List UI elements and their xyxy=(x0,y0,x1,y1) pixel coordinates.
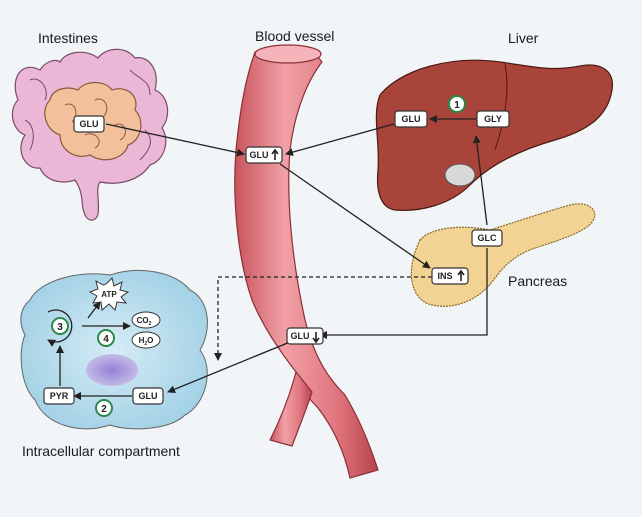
svg-text:GLU: GLU xyxy=(250,150,269,160)
nucleus xyxy=(86,354,138,386)
svg-text:GLU: GLU xyxy=(139,391,158,401)
intestines-illustration xyxy=(11,48,169,221)
step-1-badge: 1 xyxy=(448,95,466,113)
krebs-cycle-loop xyxy=(47,309,73,347)
svg-text:PYR: PYR xyxy=(50,391,69,401)
liver-illustration xyxy=(375,59,613,211)
svg-text:2: 2 xyxy=(101,404,107,415)
svg-text:CO2: CO2 xyxy=(137,316,152,327)
label-pancreas: Pancreas xyxy=(508,273,567,289)
svg-text:GLU: GLU xyxy=(80,119,99,129)
arrow-down-icon xyxy=(312,332,320,344)
tag-liver-glu: GLU xyxy=(394,110,428,128)
arrow-ins-to-cell xyxy=(214,276,432,361)
tag-co2: CO2 xyxy=(131,311,161,329)
step-4-badge: 4 xyxy=(97,329,115,347)
svg-text:H2O: H2O xyxy=(139,336,154,347)
svg-text:INS: INS xyxy=(437,271,452,281)
arrow-glc-to-gly xyxy=(472,135,488,226)
pancreas-illustration xyxy=(410,203,596,307)
tag-vessel-glu-down: GLU xyxy=(286,327,324,345)
label-blood-vessel: Blood vessel xyxy=(255,28,334,44)
label-intracellular: Intracellular compartment xyxy=(22,443,180,459)
arrow-liver-to-vessel xyxy=(285,123,395,156)
arrow-glc-to-vessel xyxy=(319,248,488,339)
tag-cell-glu: GLU xyxy=(132,387,164,405)
tag-intestine-glu: GLU xyxy=(73,115,105,133)
svg-text:GLC: GLC xyxy=(478,233,497,243)
arrow-up-icon xyxy=(457,269,465,281)
arrows xyxy=(47,115,488,400)
svg-text:3: 3 xyxy=(57,322,63,333)
arrow-vessel-to-ins xyxy=(279,163,431,269)
tag-cell-pyr: PYR xyxy=(43,387,75,405)
step-2-badge: 2 xyxy=(95,399,113,417)
arrow-intestine-to-vessel xyxy=(105,123,245,157)
blood-vessel-illustration xyxy=(234,44,379,479)
svg-text:GLY: GLY xyxy=(484,114,502,124)
tag-pancreas-glc: GLC xyxy=(471,229,503,247)
arrow-vessel-to-cell xyxy=(167,341,291,394)
svg-text:GLU: GLU xyxy=(291,331,310,341)
arrow-up-icon xyxy=(271,148,279,160)
arrow-cycle-to-atp xyxy=(87,301,101,319)
tag-h2o: H2O xyxy=(131,331,161,349)
svg-text:GLU: GLU xyxy=(402,114,421,124)
svg-text:4: 4 xyxy=(103,334,109,345)
tag-pancreas-ins: INS xyxy=(431,267,469,285)
label-liver: Liver xyxy=(508,30,539,46)
svg-text:ATP: ATP xyxy=(101,290,117,299)
atp-starburst: ATP xyxy=(88,277,130,311)
tag-vessel-glu-up: GLU xyxy=(245,146,283,164)
label-intestines: Intestines xyxy=(38,30,98,46)
svg-text:1: 1 xyxy=(454,100,460,111)
tag-liver-gly: GLY xyxy=(476,110,510,128)
step-3-badge: 3 xyxy=(51,317,69,335)
